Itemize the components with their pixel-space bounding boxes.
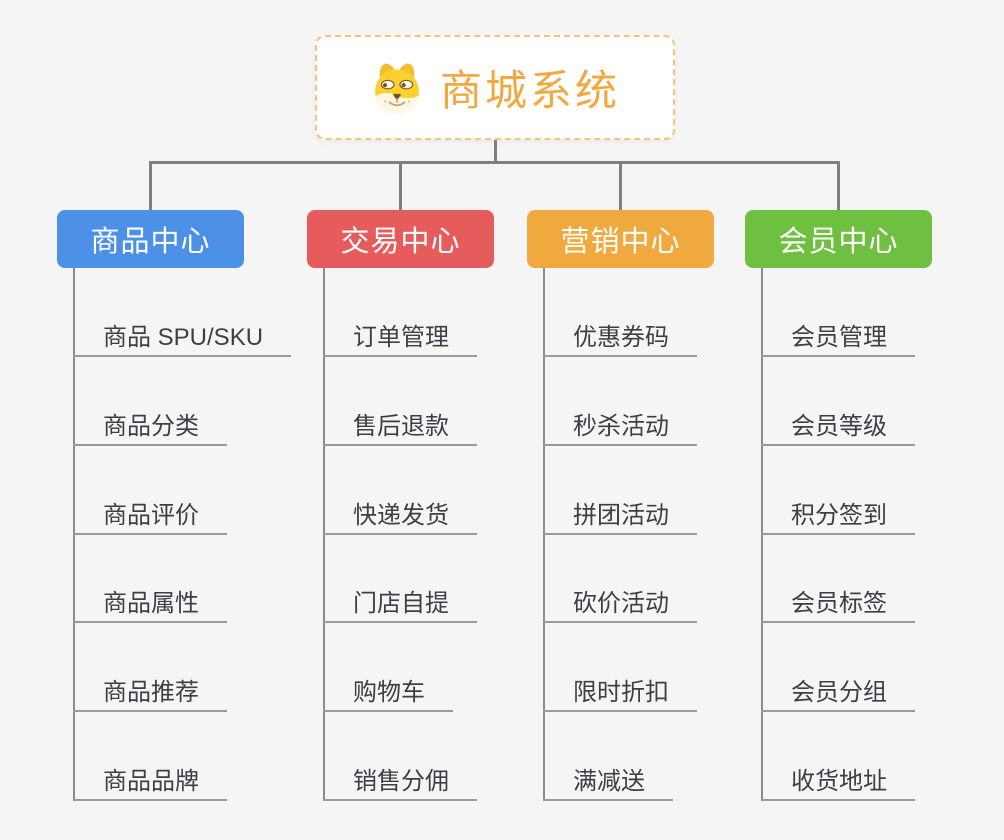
doge-icon bbox=[370, 61, 424, 115]
leaf-node[interactable]: 砍价活动 bbox=[543, 587, 697, 623]
leaf-node[interactable]: 会员标签 bbox=[761, 587, 915, 623]
branch-node-2[interactable]: 交易中心 bbox=[307, 210, 494, 268]
leaf-node[interactable]: 会员分组 bbox=[761, 676, 915, 712]
root-connector-stub bbox=[493, 140, 497, 164]
leaf-node[interactable]: 拼团活动 bbox=[543, 499, 697, 535]
leaf-node[interactable]: 门店自提 bbox=[323, 587, 477, 623]
leaf-node[interactable]: 收货地址 bbox=[761, 765, 915, 801]
connector-drop-3 bbox=[619, 161, 622, 210]
leaf-node[interactable]: 限时折扣 bbox=[543, 676, 697, 712]
root-label: 商城系统 bbox=[439, 67, 620, 114]
leaf-node[interactable]: 会员管理 bbox=[761, 321, 915, 357]
leaf-node[interactable]: 售后退款 bbox=[323, 410, 477, 446]
leaf-node[interactable]: 会员等级 bbox=[761, 410, 915, 446]
leaf-node[interactable]: 积分签到 bbox=[761, 499, 915, 535]
leaf-node[interactable]: 商品分类 bbox=[73, 410, 227, 446]
root-node[interactable]: 商城系统 bbox=[315, 35, 675, 140]
leaf-node[interactable]: 商品推荐 bbox=[73, 676, 227, 712]
leaf-node[interactable]: 订单管理 bbox=[323, 321, 477, 357]
leaf-node[interactable]: 商品属性 bbox=[73, 587, 227, 623]
connector-drop-1 bbox=[149, 161, 152, 210]
connector-drop-2 bbox=[399, 161, 402, 210]
leaf-node[interactable]: 商品品牌 bbox=[73, 765, 227, 801]
leaf-node[interactable]: 满减送 bbox=[543, 765, 673, 801]
branch-node-4[interactable]: 会员中心 bbox=[745, 210, 932, 268]
leaf-node[interactable]: 优惠券码 bbox=[543, 321, 697, 357]
leaf-node[interactable]: 销售分佣 bbox=[323, 765, 477, 801]
connector-drop-4 bbox=[837, 161, 840, 210]
leaf-node[interactable]: 快递发货 bbox=[323, 499, 477, 535]
branch-node-3[interactable]: 营销中心 bbox=[527, 210, 714, 268]
branch-node-1[interactable]: 商品中心 bbox=[57, 210, 244, 268]
leaf-node[interactable]: 商品 SPU/SKU bbox=[73, 321, 292, 357]
leaf-node[interactable]: 购物车 bbox=[323, 676, 453, 712]
leaf-node[interactable]: 秒杀活动 bbox=[543, 410, 697, 446]
connector-horizontal bbox=[149, 161, 840, 164]
leaf-node[interactable]: 商品评价 bbox=[73, 499, 227, 535]
